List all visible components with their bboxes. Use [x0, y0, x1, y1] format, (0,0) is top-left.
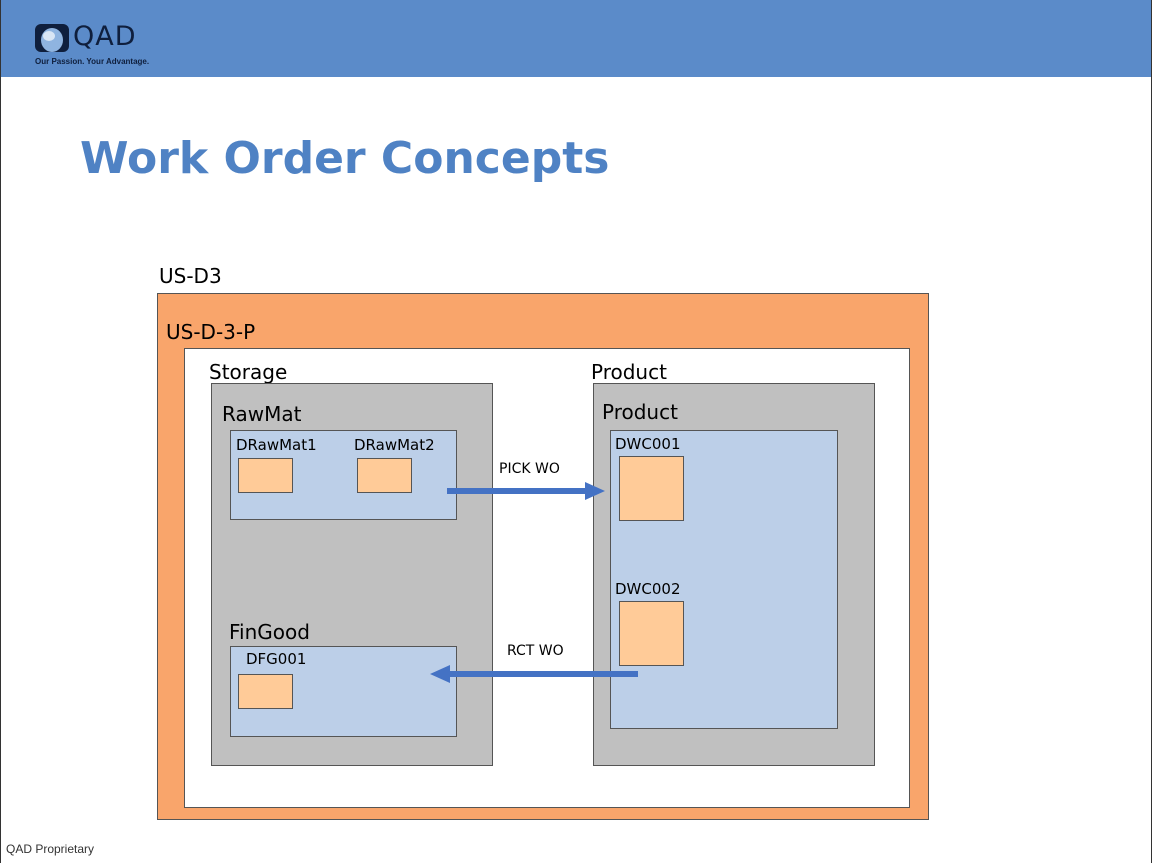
rawmat-label: RawMat [222, 402, 302, 426]
workcenter-bin-label: DWC002 [615, 580, 681, 598]
rawmat-bin [238, 458, 293, 493]
storage-area-label: Storage [209, 360, 288, 384]
rawmat-bin [357, 458, 412, 493]
footer-proprietary: QAD Proprietary [6, 842, 95, 856]
logo-text: QAD [73, 21, 137, 52]
fingood-label: FinGood [229, 620, 310, 644]
pick-wo-arrow-icon [447, 482, 605, 500]
rawmat-bin-label: DRawMat2 [354, 436, 435, 454]
workcenter-bin [619, 456, 684, 521]
header-bar: QAD Our Passion. Your Advantage. [1, 0, 1151, 77]
pick-wo-label: PICK WO [499, 461, 560, 477]
fingood-bin-label: DFG001 [246, 650, 307, 668]
rct-wo-arrow-icon [430, 665, 638, 683]
slide-title: Work Order Concepts [80, 133, 610, 184]
workcenter-bin [619, 601, 684, 666]
product-area-label: Product [591, 360, 667, 384]
qad-logo-mark-icon [35, 24, 69, 52]
site-label: US-D3 [159, 264, 222, 288]
rawmat-bin-label: DRawMat1 [236, 436, 317, 454]
fingood-bin [238, 674, 293, 709]
plant-label: US-D-3-P [166, 320, 256, 344]
rct-wo-label: RCT WO [507, 643, 564, 659]
workcenter-bin-label: DWC001 [615, 435, 681, 453]
product-location-label: Product [602, 400, 678, 424]
logo-tagline: Our Passion. Your Advantage. [35, 57, 150, 66]
